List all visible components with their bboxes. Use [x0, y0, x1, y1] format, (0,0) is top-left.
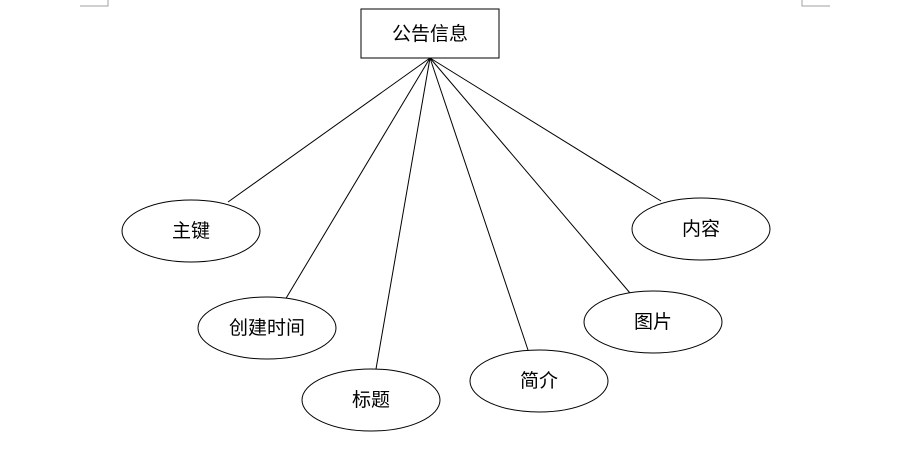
connector-create-time: [284, 57, 431, 301]
attribute-ellipse: [583, 290, 723, 354]
attribute-ellipse: [121, 199, 261, 263]
attribute-label: 内容: [682, 218, 720, 240]
attribute-create-time: 创建时间: [197, 296, 337, 360]
attribute-ellipse: [631, 197, 771, 261]
attribute-title: 标题: [301, 368, 441, 432]
crop-mark-top-right: [801, 0, 830, 7]
attribute-ellipse: [301, 368, 441, 432]
attribute-primary-key: 主键: [121, 199, 261, 263]
entity-node: 公告信息: [360, 8, 500, 59]
attribute-label: 主键: [172, 220, 210, 242]
connector-image: [429, 57, 631, 294]
attribute-label: 图片: [634, 311, 672, 333]
attribute-ellipse: [197, 296, 337, 360]
attribute-label: 创建时间: [229, 317, 305, 339]
connector-content: [429, 57, 662, 202]
connector-summary: [429, 57, 529, 351]
connector-primary-key: [227, 57, 431, 203]
entity-box: [360, 8, 500, 59]
crop-mark-top-left: [80, 0, 109, 7]
attribute-label: 简介: [520, 370, 558, 392]
connector-lines: [227, 57, 662, 370]
entity-label: 公告信息: [392, 23, 468, 45]
attribute-image: 图片: [583, 290, 723, 354]
attribute-summary: 简介: [469, 349, 609, 413]
attribute-content: 内容: [631, 197, 771, 261]
connector-title: [375, 57, 431, 370]
attribute-label: 标题: [352, 389, 390, 411]
attribute-ellipse: [469, 349, 609, 413]
